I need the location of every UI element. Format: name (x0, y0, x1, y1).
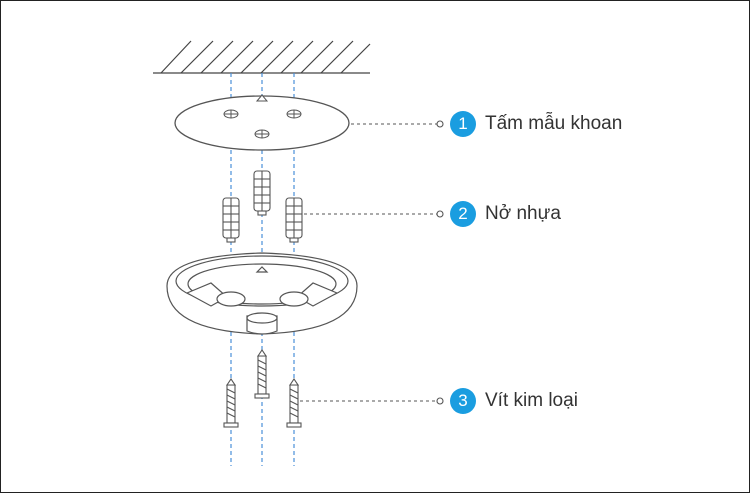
mounting-base (166, 252, 358, 335)
callout-number-badge: 2 (450, 201, 476, 227)
leader-ends (436, 120, 444, 405)
plastic-anchors (222, 170, 303, 243)
screw-right (286, 378, 302, 428)
anchor-left (222, 197, 240, 243)
screw-center (254, 349, 270, 399)
drill-template-plate (174, 94, 350, 151)
callout-plastic-anchor: 2 Nở nhựa (450, 201, 561, 227)
anchor-center (253, 170, 271, 216)
screw-left (223, 378, 239, 428)
callout-number-badge: 3 (450, 388, 476, 414)
callout-label: Vít kim loại (485, 390, 578, 411)
callout-number-badge: 1 (450, 111, 476, 137)
callout-drill-template: 1 Tấm mẫu khoan (450, 111, 622, 137)
leader-lines (300, 123, 437, 402)
callout-label: Tấm mẫu khoan (485, 113, 623, 134)
ceiling-hatching (153, 40, 371, 74)
callout-metal-screw: 3 Vít kim loại (450, 388, 578, 414)
anchor-right (285, 197, 303, 243)
metal-screws (223, 349, 302, 428)
callout-label: Nở nhựa (485, 203, 561, 224)
